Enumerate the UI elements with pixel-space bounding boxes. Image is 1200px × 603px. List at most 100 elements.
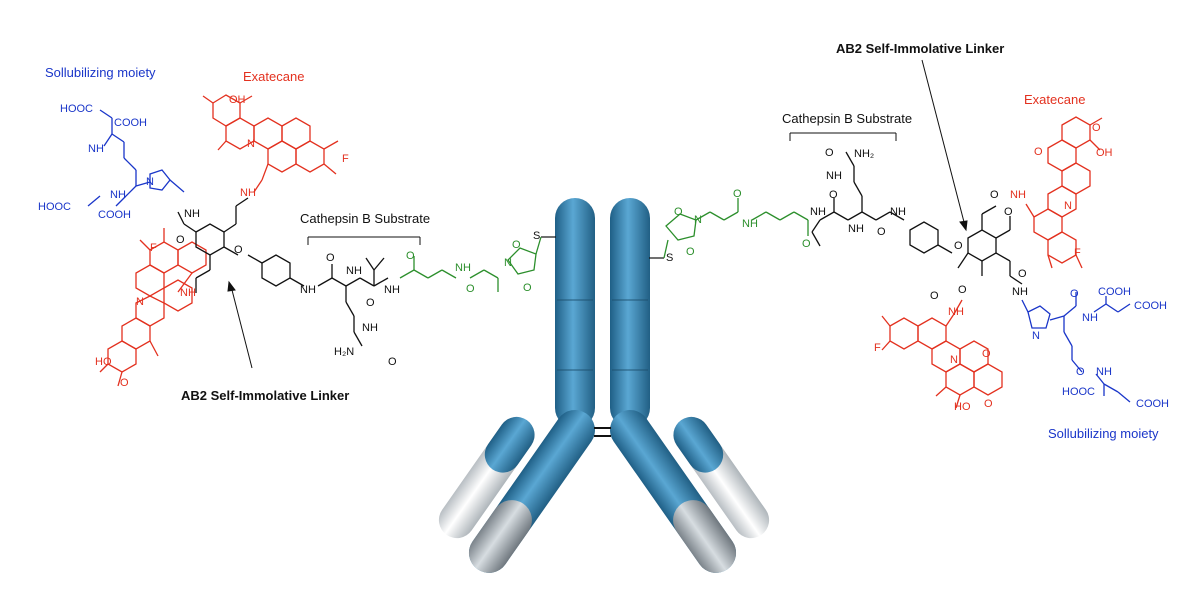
atom-nh-6: NH bbox=[300, 284, 316, 296]
ab2-linker-left bbox=[177, 197, 389, 347]
atom-o-11: O bbox=[686, 246, 695, 258]
ab2-label-right: AB2 Self-Immolative Linker bbox=[836, 41, 1005, 56]
atom-nh-16: NH bbox=[1010, 189, 1026, 201]
atom-cooh-1: COOH bbox=[114, 117, 147, 129]
atom-n-4: N bbox=[694, 214, 702, 226]
atom-n-3: N bbox=[504, 257, 512, 269]
fab-heavy-right-tip bbox=[673, 500, 737, 573]
heavy-chain-right-upper bbox=[610, 198, 650, 428]
ab2-arrow-right bbox=[921, 59, 968, 232]
atom-nh2-1: NH₂ bbox=[854, 148, 875, 160]
atom-o-6: O bbox=[406, 250, 415, 262]
atom-nh-3: NH bbox=[184, 208, 200, 220]
exatecane-top-right bbox=[1025, 116, 1103, 269]
atom-f-1: F bbox=[342, 153, 349, 165]
atom-n-2: N bbox=[136, 296, 144, 308]
atom-o-15: O bbox=[877, 226, 886, 238]
atom-o-7: O bbox=[466, 283, 475, 295]
atom-nh-14: NH bbox=[890, 206, 906, 218]
atom-o-ether-2: O bbox=[954, 240, 963, 252]
cathepsin-bracket-left bbox=[307, 236, 421, 245]
solubilizing-label-right: Sollubilizing moiety bbox=[1048, 426, 1159, 441]
spacer-right bbox=[663, 198, 809, 259]
atom-o-8: O bbox=[512, 239, 521, 251]
atom-nh-4: NH bbox=[240, 187, 256, 199]
atom-o-24: O bbox=[982, 348, 991, 360]
atom-o-3: O bbox=[326, 252, 335, 264]
atom-o-23: O bbox=[930, 290, 939, 302]
exatecane-top-left bbox=[202, 94, 339, 193]
atom-ho-2: HO bbox=[954, 401, 971, 413]
cathepsin-label-right: Cathepsin B Substrate bbox=[782, 111, 913, 126]
atom-s-1: S bbox=[533, 230, 541, 242]
light-chain-right-var bbox=[673, 416, 724, 473]
atom-o-16: O bbox=[825, 147, 834, 159]
exatecane-bottom-right bbox=[881, 299, 1003, 409]
light-chain-left-var bbox=[484, 416, 535, 473]
atom-o-26: O bbox=[1070, 288, 1079, 300]
solubilizing-label-left: Sollubilizing moiety bbox=[45, 65, 156, 80]
atom-o-9: O bbox=[523, 282, 532, 294]
atom-nh-19: NH bbox=[1082, 312, 1098, 324]
exatecane-bottom-left bbox=[99, 228, 207, 387]
ab2-linker-right bbox=[811, 151, 1023, 285]
atom-o-ether-1: O bbox=[234, 244, 243, 256]
atom-o-18: O bbox=[1004, 206, 1013, 218]
fab-heavy-left-tip bbox=[468, 500, 532, 573]
atom-n-6: N bbox=[950, 354, 958, 366]
atom-o-25: O bbox=[984, 398, 993, 410]
atom-nh-15: NH bbox=[826, 170, 842, 182]
solubilizing-left bbox=[87, 109, 185, 207]
atom-o-13: O bbox=[802, 238, 811, 250]
atom-o-14: O bbox=[829, 189, 838, 201]
atom-cooh-2: COOH bbox=[98, 209, 131, 221]
atom-nh-10: NH bbox=[455, 262, 471, 274]
cathepsin-bracket-right bbox=[789, 132, 897, 141]
atom-s-2: S bbox=[666, 252, 674, 264]
atom-hooc-1: HOOC bbox=[60, 103, 93, 115]
atom-o-12: O bbox=[733, 188, 742, 200]
atom-ho-1: HO bbox=[95, 356, 112, 368]
atom-nh-17: NH bbox=[1012, 286, 1028, 298]
solubilizing-right bbox=[1021, 292, 1131, 403]
atom-cooh-4: COOH bbox=[1134, 300, 1167, 312]
atom-nh-9: NH bbox=[362, 322, 378, 334]
atom-o-27: O bbox=[1076, 366, 1085, 378]
heavy-chain-left-upper bbox=[555, 198, 595, 428]
atom-f-3: F bbox=[1074, 247, 1081, 259]
atom-n-triazole-2: N bbox=[1032, 330, 1040, 342]
atom-nh-20: NH bbox=[1096, 366, 1112, 378]
atom-cooh-5: COOH bbox=[1136, 398, 1169, 410]
atom-o-4: O bbox=[366, 297, 375, 309]
atom-f-4: F bbox=[874, 342, 881, 354]
atom-n-1: N bbox=[247, 138, 255, 150]
atom-h2n-1: H₂N bbox=[334, 346, 355, 358]
atom-o-5: O bbox=[388, 356, 397, 368]
atom-nh-13: NH bbox=[848, 223, 864, 235]
atom-f-2: F bbox=[150, 242, 157, 254]
cathepsin-label-left: Cathepsin B Substrate bbox=[300, 211, 431, 226]
atom-nh-2: NH bbox=[110, 189, 126, 201]
atom-n-5: N bbox=[1064, 200, 1072, 212]
atom-nh-1: NH bbox=[88, 143, 104, 155]
atom-o-22: O bbox=[958, 284, 967, 296]
atom-hooc-3: HOOC bbox=[1062, 386, 1095, 398]
atom-nh-18: NH bbox=[948, 306, 964, 318]
exatecane-label-left: Exatecane bbox=[243, 69, 305, 84]
atom-nh-11: NH bbox=[742, 218, 758, 230]
atom-o-19: O bbox=[1034, 146, 1043, 158]
atom-o-17: O bbox=[990, 189, 999, 201]
antibody bbox=[438, 198, 770, 573]
atom-o-10: O bbox=[674, 206, 683, 218]
atom-oh-2: OH bbox=[1096, 147, 1113, 159]
spacer-left bbox=[399, 236, 542, 292]
atom-nh-7: NH bbox=[346, 265, 362, 277]
atom-o-20: O bbox=[1092, 122, 1101, 134]
atom-hooc-2: HOOC bbox=[38, 201, 71, 213]
atom-nh-8: NH bbox=[384, 284, 400, 296]
atom-n-triazole-1: N bbox=[146, 176, 154, 188]
atom-nh-12: NH bbox=[810, 206, 826, 218]
atom-nh-5: NH bbox=[180, 287, 196, 299]
